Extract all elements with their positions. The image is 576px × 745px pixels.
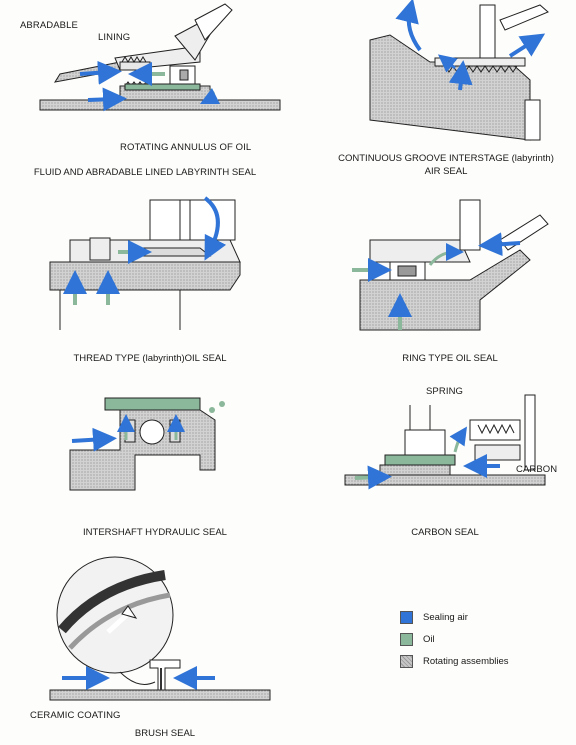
lining-label: LINING <box>98 32 131 43</box>
rotating-assemblies-swatch-icon <box>400 654 413 668</box>
thread-seal-flow-arrows <box>63 196 227 305</box>
continuous-groove-flow-arrows <box>395 0 546 91</box>
spring-label: SPRING <box>426 386 464 397</box>
rotor-disc <box>369 34 531 141</box>
legend-label: Oil <box>423 633 435 645</box>
sealing-air-swatch-icon <box>400 610 413 624</box>
ring-seal-drawing <box>359 199 549 331</box>
intershaft-seal-drawing <box>69 397 216 491</box>
shaft <box>49 689 271 701</box>
abradable-lining <box>119 61 151 71</box>
legend-item-rotating-assemblies: Rotating assemblies <box>400 650 550 672</box>
legend-label: Rotating assemblies <box>423 655 509 667</box>
oil-swatch-icon <box>400 632 413 646</box>
legend: Sealing air Oil Rotating assemblies <box>400 606 550 672</box>
thread-type-caption: THREAD TYPE (labyrinth)OIL SEAL <box>73 353 227 364</box>
carbon-seal-flow-arrows <box>354 426 500 490</box>
legend-item-oil: Oil <box>400 628 550 650</box>
shaft <box>49 261 241 291</box>
carbon-seal-caption: CARBON SEAL <box>411 527 479 538</box>
abradable-label: ABRADABLE <box>20 20 78 31</box>
fluid-abradable-caption: FLUID AND ABRADABLE LINED LABYRINTH SEAL <box>33 167 257 178</box>
intershaft-flow-arrows <box>71 401 225 452</box>
shaft <box>39 99 281 111</box>
outer-shaft <box>69 409 216 491</box>
continuous-groove-caption: CONTINUOUS GROOVE INTERSTAGE (labyrinth)… <box>338 153 554 177</box>
fluid-abradable-flow-arrows <box>79 60 221 112</box>
continuous-groove-seal-drawing <box>369 4 549 141</box>
legend-label: Sealing air <box>423 611 468 623</box>
legend-item-sealing-air: Sealing air <box>400 606 550 628</box>
ring-seal-flow-arrows <box>352 232 521 330</box>
oil-annulus <box>124 83 201 91</box>
brush-seal-drawing <box>49 556 271 701</box>
carbon-label: CARBON <box>516 464 558 475</box>
intershaft-caption: INTERSHAFT HYDRAULIC SEAL <box>83 527 227 538</box>
carbon-seal-drawing <box>344 394 546 486</box>
rotating-annulus-label: ROTATING ANNULUS OF OIL <box>120 142 252 153</box>
thread-seal-drawing <box>49 199 241 330</box>
ceramic-coating-label: CERAMIC COATING <box>30 710 121 721</box>
ring-type-caption: RING TYPE OIL SEAL <box>402 353 498 364</box>
brush-seal-caption: BRUSH SEAL <box>134 728 196 739</box>
